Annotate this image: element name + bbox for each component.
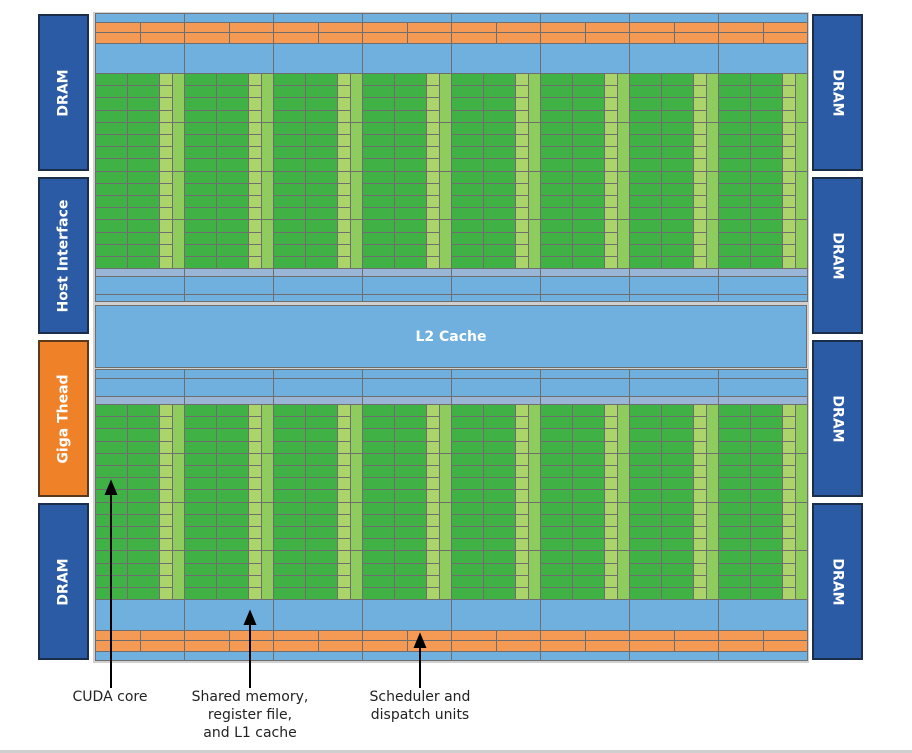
instruction-cache — [540, 43, 630, 74]
shared-memory-label-line2: register file, — [207, 707, 293, 723]
cuda-core-label: CUDA core — [72, 689, 148, 705]
gpu-chip-grid — [93, 12, 809, 663]
host-interface-block: Host Interface — [38, 177, 89, 334]
shared-memory-arrowhead — [243, 609, 257, 625]
giga-thread-block: Giga Thead — [38, 340, 89, 497]
scheduler-arrowhead — [413, 632, 427, 648]
left-dram-top: DRAM — [38, 14, 89, 171]
instruction-cache — [273, 599, 363, 632]
scheduler-callout: Scheduler and dispatch units — [345, 688, 495, 724]
instruction-cache — [184, 43, 274, 74]
shared-memory-label-line1: Shared memory, — [191, 689, 309, 705]
right-dram-1: DRAM — [812, 14, 863, 171]
right-dram-4: DRAM — [812, 503, 863, 660]
instruction-cache — [362, 43, 452, 74]
scheduler-label-line1: Scheduler and — [369, 689, 471, 705]
uniform-cache — [718, 294, 808, 303]
cuda-core-callout: CUDA core — [50, 688, 170, 706]
shared-memory-label-line3: and L1 cache — [203, 725, 297, 741]
right-dram-3: DRAM — [812, 340, 863, 497]
scheduler-label-line2: dispatch units — [370, 707, 470, 723]
shared-memory-callout: Shared memory, register file, and L1 cac… — [175, 688, 325, 742]
left-dram-bottom: DRAM — [38, 503, 89, 660]
cuda-core-arrowhead — [104, 479, 118, 495]
right-dram-2: DRAM — [812, 177, 863, 334]
